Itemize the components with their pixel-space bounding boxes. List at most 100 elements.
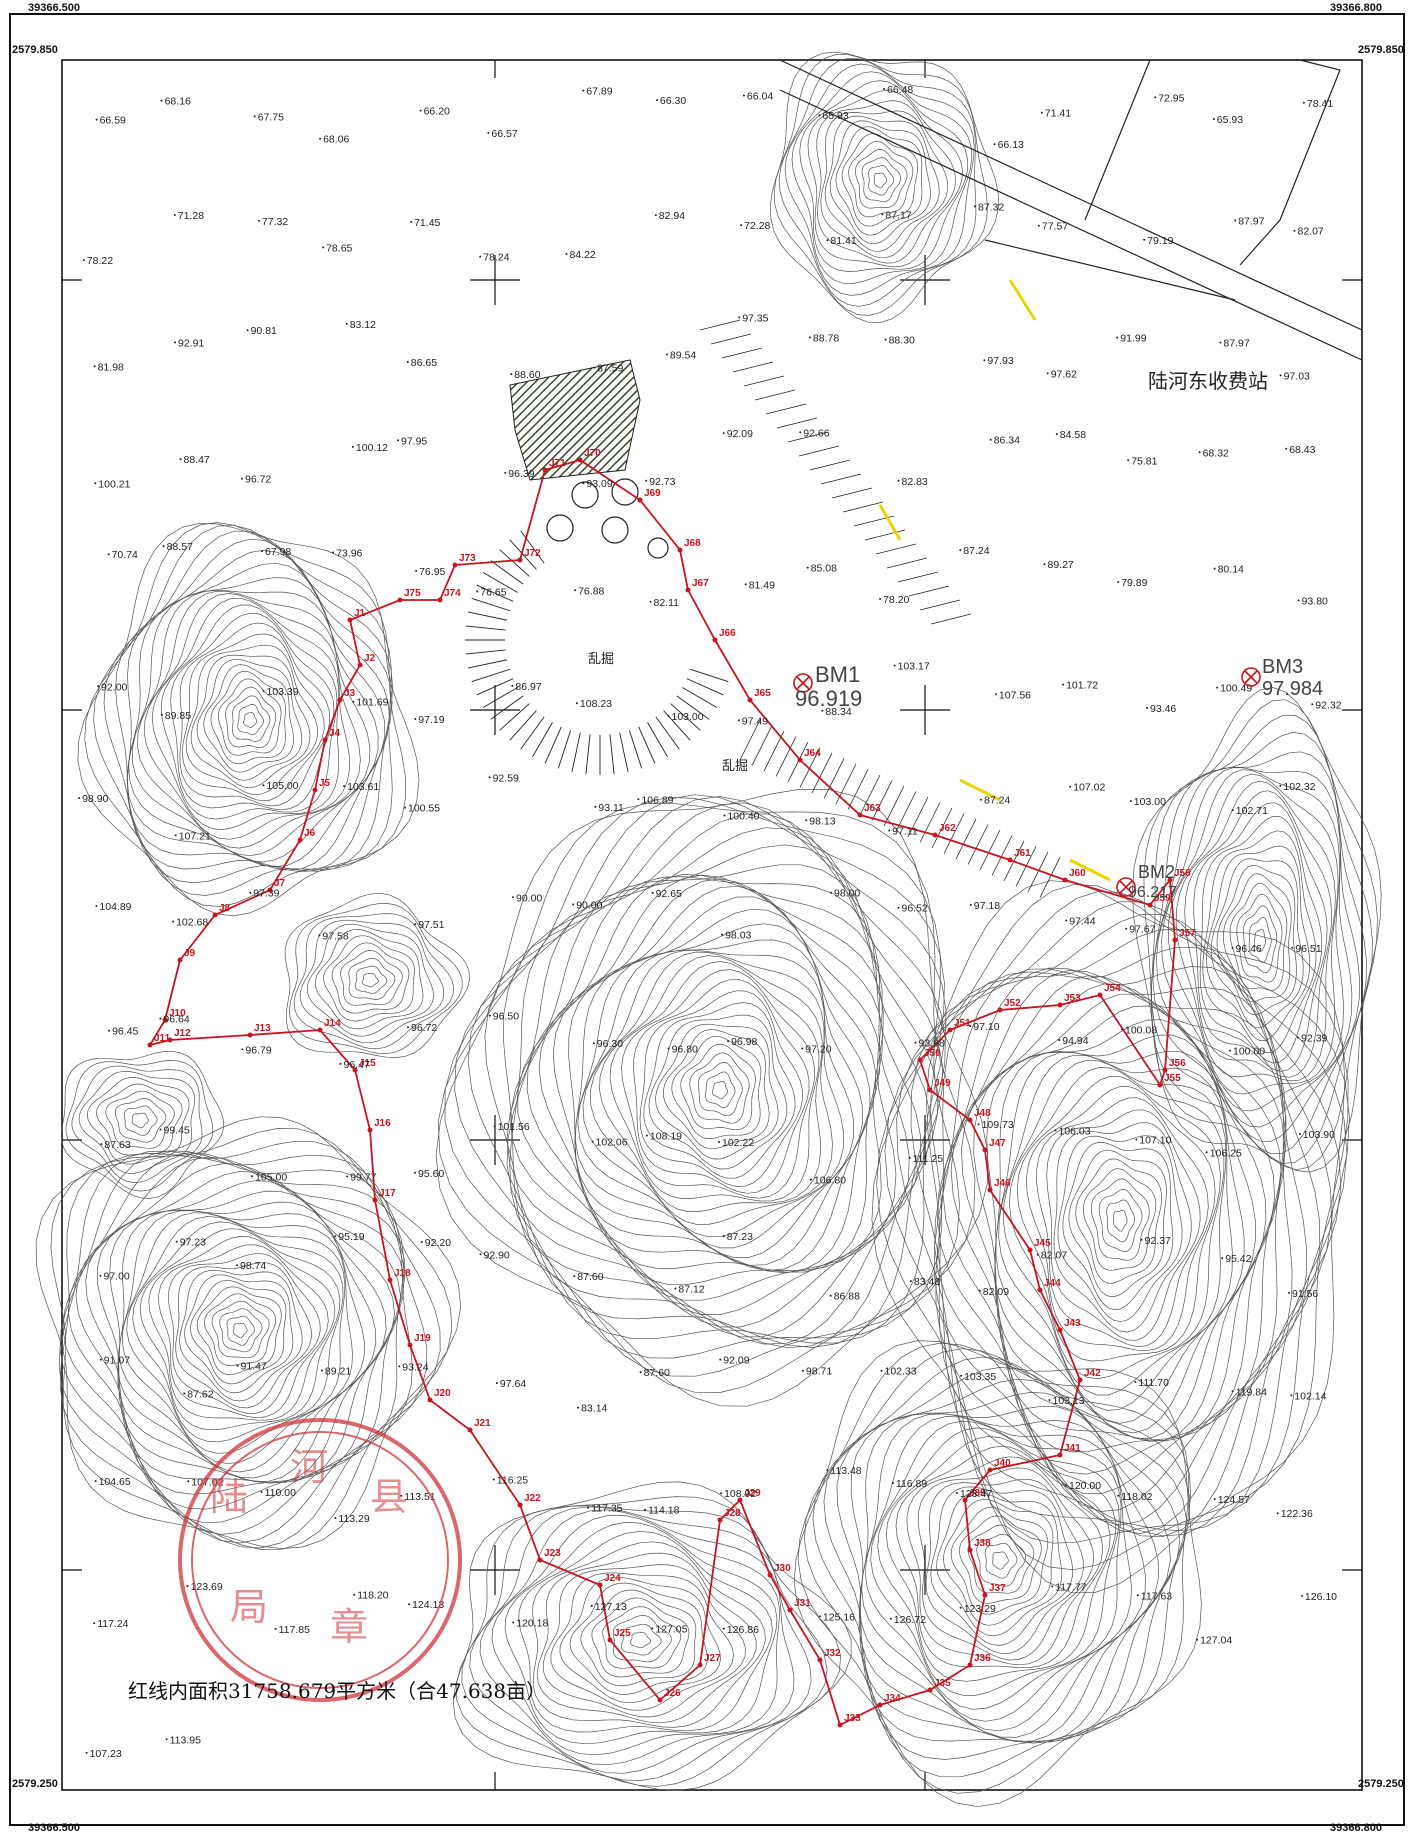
- spot-height-dot: [1065, 1484, 1067, 1487]
- contour-line: [503, 813, 943, 1349]
- spot-height-dot: [262, 784, 265, 787]
- boundary-point: [1037, 1287, 1043, 1293]
- corner-bottom-left-y: 2579.250: [12, 1778, 58, 1790]
- slope-tick: [907, 796, 929, 838]
- elevation-label: 93.98: [919, 1038, 945, 1050]
- contour-line: [179, 622, 331, 807]
- spot-height-dot: [1234, 219, 1237, 222]
- spot-height-dot: [1062, 683, 1065, 686]
- spot-height-dot: [1117, 581, 1120, 583]
- bm3-name: BM3: [1262, 656, 1304, 678]
- elevation-label: 102.22: [722, 1137, 754, 1149]
- grid-crosses: [62, 60, 1362, 1790]
- spot-height-dot: [262, 689, 265, 692]
- spot-height-dot: [397, 439, 399, 442]
- boundary-point: [212, 912, 218, 918]
- contour-lines: [35, 51, 1382, 1808]
- boundary-point-label: J68: [684, 538, 701, 549]
- spot-height-dot: [107, 553, 110, 556]
- svg-text:章: 章: [330, 1605, 368, 1649]
- boundary-point: [967, 1662, 973, 1668]
- contour-line: [633, 979, 810, 1194]
- boundary-point: [317, 1027, 323, 1033]
- elevation-label: 100.08: [1125, 1024, 1157, 1036]
- spot-height-dot: [649, 600, 652, 603]
- elevation-label: 66.04: [747, 91, 773, 103]
- contour-line: [1075, 1158, 1162, 1284]
- spot-height-dot: [1212, 118, 1215, 120]
- contour-line: [784, 63, 975, 296]
- spot-height-dot: [479, 255, 482, 258]
- spot-height-dot: [407, 1026, 409, 1029]
- elevation-label: 113.51: [404, 1491, 435, 1503]
- contour-line: [910, 913, 1342, 1537]
- contour-line: [1057, 1135, 1183, 1323]
- contour-line: [602, 1606, 682, 1669]
- contour-line: [126, 1216, 346, 1454]
- elevation-label: 97.19: [418, 714, 444, 726]
- contour-line: [151, 597, 340, 830]
- contour-line: [937, 970, 1286, 1494]
- contour-line: [50, 1128, 453, 1550]
- contour-line: [620, 1623, 662, 1656]
- boundary-point: [1057, 1327, 1063, 1333]
- spot-height-dot: [1135, 1138, 1138, 1141]
- spot-height-dot: [246, 329, 249, 332]
- contour-line: [1223, 873, 1292, 1002]
- contour-line: [797, 1342, 1190, 1794]
- fan-tick: [490, 695, 524, 720]
- boundary-point: [1157, 1082, 1163, 1088]
- contour-line: [926, 929, 1332, 1538]
- elevation-label: 113.95: [170, 1734, 201, 1746]
- boundary-point-label: J27: [704, 1653, 721, 1664]
- elevation-label: 96.98: [731, 1036, 757, 1048]
- spot-height-dot: [1219, 341, 1222, 344]
- boundary-point: [372, 1197, 378, 1203]
- elevation-label: 100.12: [356, 442, 388, 454]
- slope-tick: [809, 459, 851, 471]
- boundary-point-label: J66: [719, 628, 736, 639]
- contour-line: [203, 1293, 277, 1366]
- spot-height-dot: [345, 322, 348, 325]
- spot-height-dot: [186, 1585, 189, 1587]
- elevation-label: 77.32: [262, 216, 288, 228]
- spot-height-dot: [639, 1371, 642, 1374]
- fan-tick: [619, 732, 629, 773]
- elevation-label: 66.30: [660, 95, 686, 107]
- boundary-point: [1062, 877, 1068, 883]
- boundary-point-label: J14: [324, 1018, 341, 1029]
- slope-tick: [820, 473, 862, 485]
- elevation-label: 82.09: [983, 1286, 1009, 1298]
- contour-line: [158, 1244, 329, 1419]
- spot-height-dot: [959, 1606, 962, 1609]
- spot-height-dot: [1058, 1039, 1061, 1041]
- boundary-point: [1162, 1067, 1168, 1073]
- contour-line: [437, 802, 976, 1393]
- slope-tick: [835, 763, 857, 805]
- elevation-label: 96.51: [1295, 943, 1321, 955]
- contour-line: [455, 1496, 841, 1787]
- boundary-point: [712, 637, 718, 643]
- elevation-label: 87.23: [727, 1231, 753, 1243]
- spot-height-dot: [1279, 784, 1282, 787]
- elevation-label: 116.25: [497, 1475, 528, 1487]
- corner-bottom-right-x: 39366.800: [1330, 1822, 1382, 1834]
- boundary-point-label: J52: [1004, 998, 1021, 1009]
- spot-height-dot: [893, 664, 896, 667]
- boundary-point-label: J59: [1154, 893, 1171, 904]
- slope-tick: [710, 333, 752, 345]
- spot-height-dot: [488, 776, 491, 779]
- elevation-label: 83.12: [350, 319, 376, 331]
- elevation-label: 92.00: [101, 681, 127, 693]
- slope-tick: [847, 769, 869, 810]
- elevation-label: 117.85: [279, 1624, 310, 1636]
- contour-line: [1168, 773, 1339, 1095]
- elevation-label: 87.24: [963, 545, 989, 557]
- spot-height-dot: [406, 361, 409, 363]
- spot-height-dot: [737, 719, 740, 722]
- elevation-label: 96.50: [493, 1011, 519, 1023]
- contour-line: [936, 1492, 1063, 1637]
- spot-height-dot: [720, 1492, 723, 1495]
- spot-height-dot: [969, 903, 972, 906]
- spot-height-dot: [574, 589, 577, 592]
